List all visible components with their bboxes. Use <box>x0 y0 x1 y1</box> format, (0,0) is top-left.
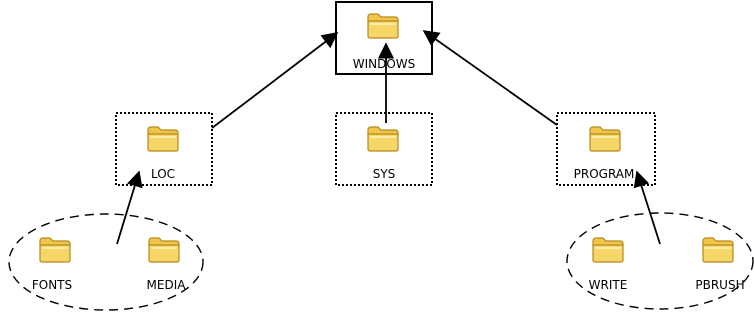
folder-icon[interactable] <box>702 237 734 263</box>
folder-icon[interactable] <box>147 126 179 152</box>
arrow-program-group-to-program <box>633 170 661 245</box>
folder-icon[interactable] <box>592 237 624 263</box>
folder-icon[interactable] <box>39 237 71 263</box>
loc-label: LOC <box>151 167 175 181</box>
loc-children-group <box>8 213 204 311</box>
folder-icon[interactable] <box>367 126 399 152</box>
windows-label: WINDOWS <box>353 57 416 71</box>
program-children-group <box>566 212 754 310</box>
sys-label: SYS <box>373 167 396 181</box>
fonts-label: FONTS <box>32 278 72 292</box>
arrow-loc-group-to-loc <box>116 170 143 245</box>
program-label: PROGRAM <box>574 167 635 181</box>
folder-icon[interactable] <box>148 237 180 263</box>
program-node-frame <box>556 112 656 186</box>
arrow-program-to-windows <box>422 30 558 126</box>
loc-node-frame <box>115 112 213 186</box>
arrow-loc-to-windows <box>211 32 339 129</box>
media-label: MEDIA <box>147 278 187 292</box>
pbrush-label: PBRUSH <box>695 278 744 292</box>
sys-node-frame <box>335 112 433 186</box>
write-label: WRITE <box>589 278 628 292</box>
folder-icon[interactable] <box>589 126 621 152</box>
folder-icon[interactable] <box>367 13 399 39</box>
